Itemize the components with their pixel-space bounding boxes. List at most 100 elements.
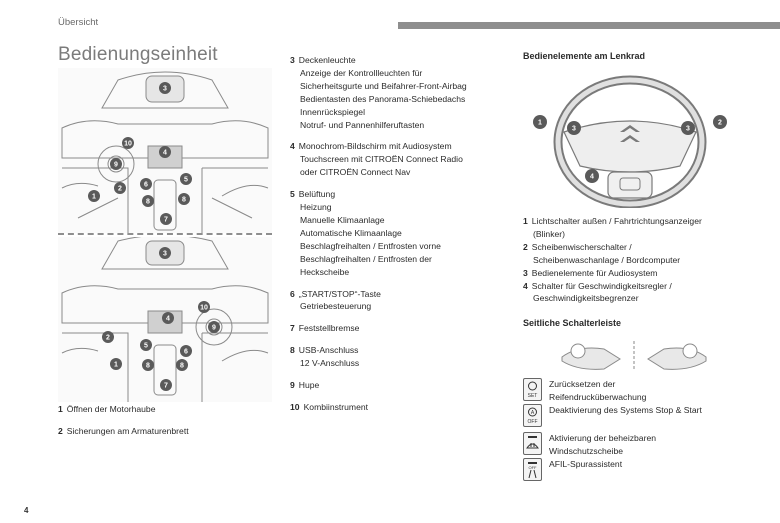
steering-controls-heading: Bedienelemente am Lenkrad xyxy=(523,51,645,61)
switch-description: AFIL-Spurassistent xyxy=(549,458,773,471)
callout: 10 xyxy=(124,141,132,148)
lane-departure-warning-icon[interactable]: OFF xyxy=(523,458,542,481)
side-switch-row: SET Zurücksetzen der Reifendrucküberwach… xyxy=(523,378,773,404)
switch-description: Zurücksetzen der Reifendrucküberwachung xyxy=(549,378,773,404)
legend-text: Beschlagfreihalten / Entfrosten vorne xyxy=(290,240,505,253)
callout: 9 xyxy=(212,325,216,332)
callout: 2 xyxy=(106,335,110,342)
legend-item: 6 „START/STOP“-Taste Getriebesteuerung xyxy=(290,288,505,314)
legend-number: 3 xyxy=(290,55,295,65)
switch-text: Deaktivierung des Systems Stop & Start xyxy=(549,404,773,417)
legend-number: 6 xyxy=(290,289,295,299)
callout: 5 xyxy=(144,343,148,350)
legend-text: Feststellbremse xyxy=(299,323,360,333)
legend-text: 12 V-Anschluss xyxy=(290,357,505,370)
legend-number: 1 xyxy=(58,404,63,414)
switch-text: Aktivierung der beheizbaren xyxy=(549,432,773,445)
callout: 10 xyxy=(200,305,208,312)
switch-text: Reifendrucküberwachung xyxy=(549,391,773,404)
heated-windscreen-icon[interactable] xyxy=(523,432,542,455)
callout: 9 xyxy=(114,162,118,169)
callout: 3 xyxy=(163,86,167,93)
callout: 6 xyxy=(184,349,188,356)
legend-text: Geschwindigkeitsbegrenzer xyxy=(523,292,763,305)
switch-text: Windschutzscheibe xyxy=(549,445,773,458)
section-label: Übersicht xyxy=(58,17,98,28)
legend-text: Deckenleuchte xyxy=(299,55,356,65)
legend-text: Getriebesteuerung xyxy=(290,300,505,313)
switch-text: Zurücksetzen der xyxy=(549,378,773,391)
legend-text: USB-Anschluss xyxy=(299,345,359,355)
callout: 8 xyxy=(146,199,150,206)
legend-text: oder CITROËN Connect Nav xyxy=(290,166,505,179)
callout: 5 xyxy=(184,177,188,184)
steering-wheel-illustration: 1 2 3 3 4 xyxy=(530,70,730,208)
legend-number: 8 xyxy=(290,345,295,355)
callout: 2 xyxy=(718,120,722,127)
legend-text: Sicherungen am Armaturenbrett xyxy=(67,426,189,436)
callout: 4 xyxy=(163,150,167,157)
legend-text: Monochrom-Bildschirm mit Audiosystem xyxy=(299,141,452,151)
callout: 4 xyxy=(590,174,594,181)
legend-text: Manuelle Klimaanlage xyxy=(290,214,505,227)
callout: 7 xyxy=(164,383,168,390)
legend-text: (Blinker) xyxy=(523,228,763,241)
legend-number: 2 xyxy=(523,242,528,252)
legend-text: Heizung xyxy=(290,201,505,214)
legend-number: 7 xyxy=(290,323,295,333)
callout: 8 xyxy=(146,363,150,370)
side-switch-panel-illustration xyxy=(560,339,708,373)
legend-text: Scheibenwaschanlage / Bordcomputer xyxy=(523,254,763,267)
switch-icon-label: OFF xyxy=(528,419,538,425)
legend-text: Lichtschalter außen / Fahrtrichtungsanze… xyxy=(532,216,702,226)
legend-text: Innenrückspiegel xyxy=(290,106,505,119)
callout: 1 xyxy=(114,362,118,369)
callout: 4 xyxy=(166,316,170,323)
switch-text: AFIL-Spurassistent xyxy=(549,458,773,471)
legend-number: 3 xyxy=(523,268,528,278)
legend-item: 4 Monochrom-Bildschirm mit Audiosystem To… xyxy=(290,140,505,179)
callout: 8 xyxy=(180,363,184,370)
callout: 6 xyxy=(144,182,148,189)
callout: 1 xyxy=(92,194,96,201)
legend-item: 2 Scheibenwischerschalter / Scheibenwasch… xyxy=(523,241,763,267)
page-title: Bedienungseinheit xyxy=(58,44,218,66)
figure-divider xyxy=(58,233,272,235)
callout: 8 xyxy=(182,197,186,204)
legend-text: Kombiinstrument xyxy=(304,402,368,412)
callout: 3 xyxy=(686,126,690,133)
legend-text: Schalter für Geschwindigkeitsregler / xyxy=(532,281,672,291)
legend-number: 5 xyxy=(290,189,295,199)
legend-text: Touchscreen mit CITROËN Connect Radio xyxy=(290,153,505,166)
tire-pressure-reset-icon[interactable]: SET xyxy=(523,378,542,401)
legend-number: 9 xyxy=(290,380,295,390)
legend-text: Belüftung xyxy=(299,189,335,199)
legend-text: „START/STOP“-Taste xyxy=(299,289,381,299)
legend-number: 4 xyxy=(290,141,295,151)
legend-item: 7 Feststellbremse xyxy=(290,322,505,335)
legend-text: Automatische Klimaanlage xyxy=(290,227,505,240)
callout: 7 xyxy=(164,217,168,224)
legend-item: 9 Hupe xyxy=(290,379,505,392)
legend-text: Hupe xyxy=(299,380,320,390)
side-switch-row: Aktivierung der beheizbaren Windschutzsc… xyxy=(523,432,773,458)
legend-text: Scheibenwischerschalter / xyxy=(532,242,632,252)
switch-description: Aktivierung der beheizbaren Windschutzsc… xyxy=(549,432,773,458)
dashboard-illustration-top: 3 1 2 4 5 6 7 8 8 9 10 xyxy=(58,68,272,233)
page-number: 4 xyxy=(24,506,28,515)
callout: 2 xyxy=(118,186,122,193)
legend-text: Sicherheitsgurte und Beifahrer-Front-Air… xyxy=(290,80,505,93)
switch-icon-label: OFF xyxy=(529,465,538,470)
switch-description: Deaktivierung des Systems Stop & Start xyxy=(549,404,773,417)
dashboard-illustration-bottom: 3 2 1 4 5 6 7 8 8 9 10 xyxy=(58,237,272,402)
